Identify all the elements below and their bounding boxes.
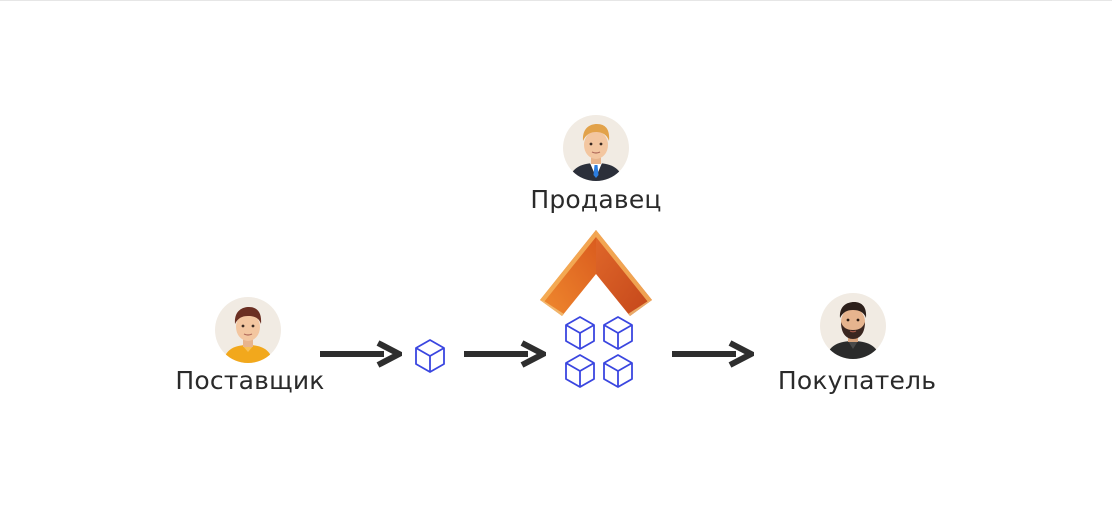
supplier-avatar-icon — [215, 297, 281, 363]
arrow-right-icon — [672, 340, 754, 368]
buyer-label: Покупатель — [777, 366, 937, 395]
box-icon — [565, 354, 595, 388]
buyer-avatar-icon — [820, 293, 886, 359]
box-icon — [565, 316, 595, 350]
box-icon — [603, 354, 633, 388]
box-icon — [415, 339, 445, 373]
platform-chevron-icon — [540, 230, 652, 316]
seller-label: Продавец — [530, 185, 662, 214]
top-divider — [0, 0, 1112, 1]
seller-avatar-icon — [563, 115, 629, 181]
arrow-right-icon — [464, 340, 546, 368]
arrow-right-icon — [320, 340, 402, 368]
box-icon — [603, 316, 633, 350]
supplier-label: Поставщик — [175, 366, 325, 395]
